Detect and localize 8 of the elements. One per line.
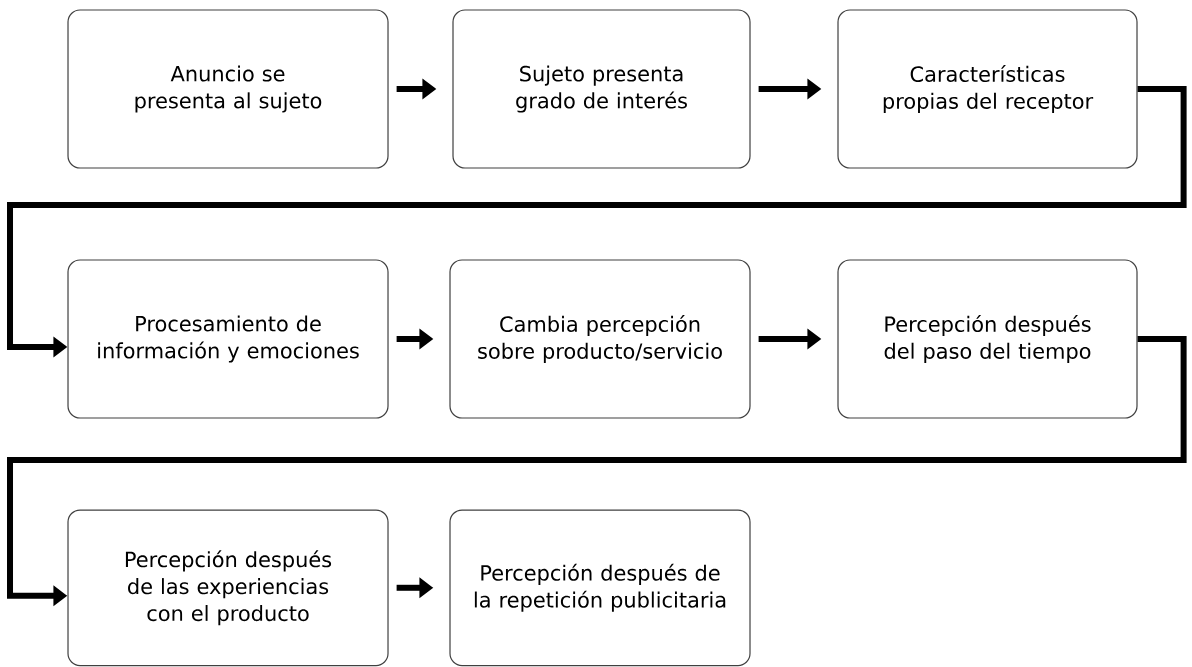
process-box: Características propias del receptor (837, 9, 1138, 169)
process-box: Percepción después de las experiencias con el producto (67, 509, 389, 667)
process-box: Procesamiento de información y emociones (67, 259, 389, 419)
process-box: Sujeto presenta grado de interés (452, 9, 751, 169)
process-box: Cambia percepción sobre producto/servicio (449, 259, 751, 419)
process-box: Percepción después de la repetición publicitaria (449, 509, 751, 667)
process-box: Percepción después del paso del tiempo (837, 259, 1138, 419)
process-box: Anuncio se presenta al sujeto (67, 9, 389, 169)
